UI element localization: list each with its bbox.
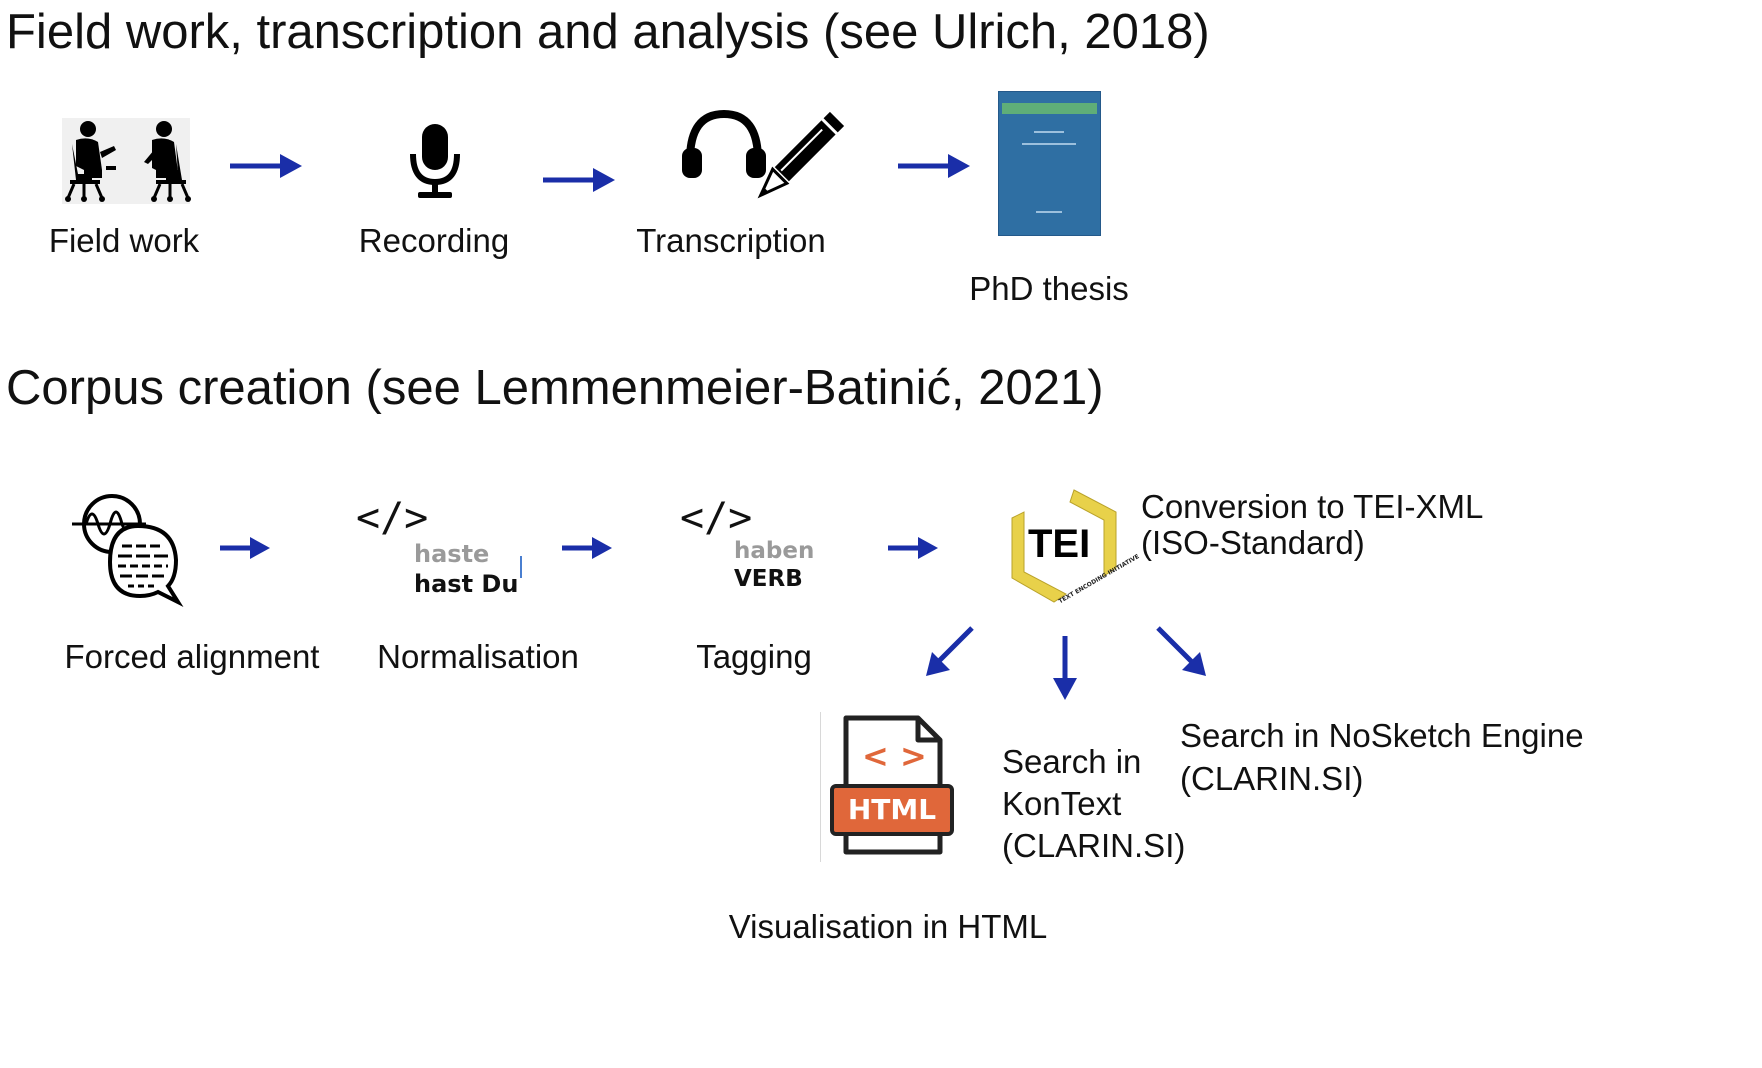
arrow-right-icon — [543, 166, 617, 194]
output-label-nosketch-line1: Search in NoSketch Engine — [1180, 717, 1584, 754]
output-label-kontext-line1: Search in — [1002, 743, 1142, 780]
arrow-down-icon — [1051, 636, 1079, 702]
arrow-right-icon — [220, 535, 272, 561]
normalisation-icon: </> haste hast Du — [356, 498, 526, 604]
section-title-corpus: Corpus creation (see Lemmenmeier-Batinić… — [6, 361, 1104, 415]
headphones-pencil-icon — [680, 108, 845, 216]
output-label-kontext-line2: KonText — [1002, 785, 1122, 822]
code-brackets-icon: </> — [680, 495, 753, 541]
arrow-down-right-icon — [1154, 624, 1212, 680]
arrow-down-left-icon — [922, 624, 978, 680]
html-badge-text: HTML — [847, 793, 937, 826]
code-brackets-icon: </> — [356, 495, 429, 541]
field-work-icon — [62, 118, 191, 204]
tagging-word-top: haben — [734, 538, 815, 564]
html-file-icon: < > HTML — [820, 712, 960, 862]
html-code-glyph: < > — [862, 737, 927, 775]
output-label-html: Visualisation in HTML — [728, 908, 1048, 945]
normalisation-word-bottom: hast Du — [414, 570, 519, 598]
step-label-normalisation: Normalisation — [377, 638, 579, 675]
tei-label-line1: Conversion to TEI-XML — [1141, 488, 1484, 525]
arrow-right-icon — [898, 152, 972, 180]
step-label-transcription: Transcription — [636, 222, 826, 259]
tei-logo-text: TEI — [1028, 522, 1091, 566]
section-title-fieldwork: Field work, transcription and analysis (… — [6, 5, 1210, 59]
forced-alignment-icon — [72, 490, 184, 607]
step-label-recording: Recording — [358, 222, 510, 259]
arrow-right-icon — [230, 152, 304, 180]
tei-label-line2: (ISO-Standard) — [1141, 524, 1365, 561]
tagging-icon: </> haben VERB — [680, 498, 820, 598]
output-label-nosketch-line2: (CLARIN.SI) — [1180, 760, 1364, 797]
output-label-kontext-line3: (CLARIN.SI) — [1002, 827, 1186, 864]
tagging-word-bottom: VERB — [734, 566, 803, 592]
arrow-right-icon — [562, 535, 614, 561]
arrow-right-icon — [888, 535, 940, 561]
step-label-phd-thesis: PhD thesis — [969, 270, 1129, 307]
normalisation-word-top: haste — [414, 540, 490, 568]
tei-logo-icon: TEI TEXT ENCODING INITIATIVE — [1004, 484, 1141, 612]
step-label-forced-alignment: Forced alignment — [64, 638, 320, 675]
thesis-cover-icon — [998, 91, 1101, 236]
step-label-field-work: Field work — [48, 222, 200, 259]
step-label-tagging: Tagging — [696, 638, 812, 675]
microphone-icon — [408, 124, 462, 200]
